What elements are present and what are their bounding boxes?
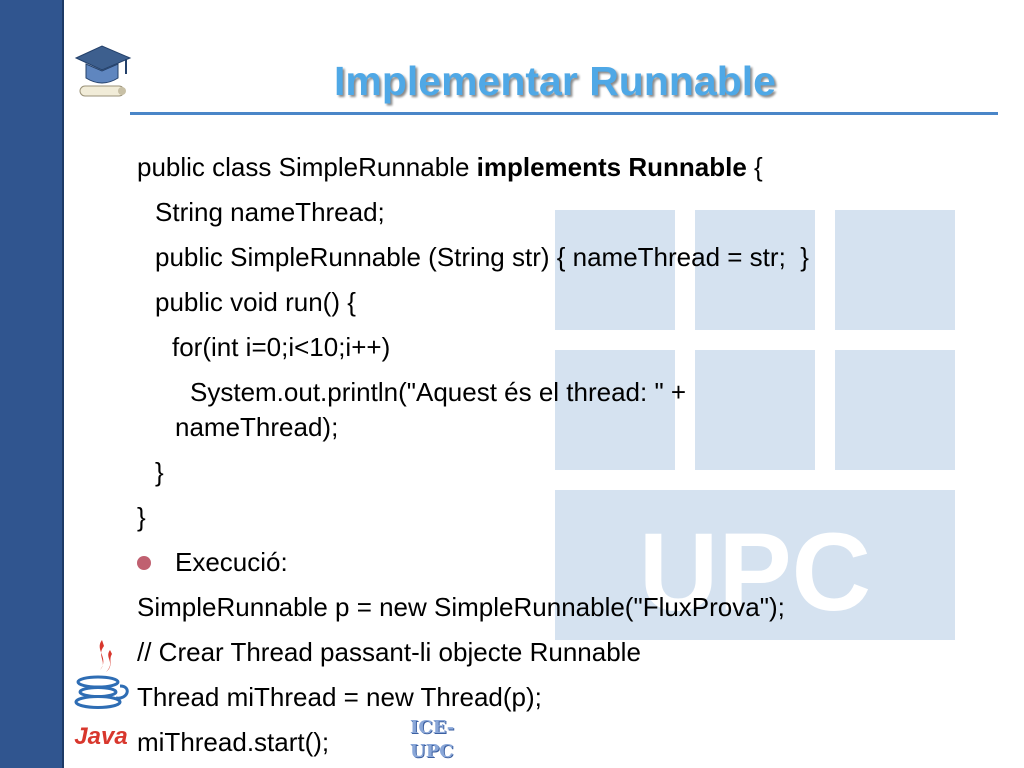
code-text: Execució:: [175, 547, 288, 577]
title-divider: [130, 112, 998, 115]
graduation-cap-icon: [74, 45, 132, 97]
code-text: Thread miThread = new Thread(p);: [137, 682, 542, 712]
code-text: // Crear Thread passant-li objecte Runna…: [137, 637, 641, 667]
bullet-icon: [137, 556, 151, 570]
code-text: for(int i=0;i<10;i++): [172, 332, 391, 362]
code-text: public void run() {: [155, 287, 356, 317]
code-text: String nameThread;: [155, 197, 385, 227]
ice-upc-logo: ICE- UPC: [410, 716, 460, 764]
ice-logo-line1: ICE-: [410, 717, 455, 738]
code-text: }: [137, 502, 146, 532]
code-line: System.out.println("Aquest és el thread:…: [190, 377, 686, 407]
watermark-text: UPC: [639, 511, 871, 634]
code-line: public SimpleRunnable (String str) { nam…: [155, 242, 809, 272]
code-text: nameThread);: [175, 412, 339, 442]
code-line: Thread miThread = new Thread(p);: [137, 682, 542, 712]
code-keyword: implements Runnable: [476, 152, 747, 182]
code-text: System.out.println("Aquest és el thread:…: [190, 377, 687, 407]
code-text: SimpleRunnable p = new SimpleRunnable("F…: [137, 592, 785, 622]
left-sidebar-band: [0, 0, 64, 768]
code-line: public class SimpleRunnable implements R…: [137, 152, 763, 182]
code-line: nameThread);: [175, 412, 338, 442]
code-text: miThread.start();: [137, 727, 330, 757]
code-text: {: [746, 152, 763, 182]
code-line: SimpleRunnable p = new SimpleRunnable("F…: [137, 592, 785, 622]
code-line: Execució:: [175, 547, 288, 577]
code-line: // Crear Thread passant-li objecte Runna…: [137, 637, 641, 667]
slide-title: Implementar Runnable: [334, 58, 776, 104]
code-text: public SimpleRunnable (String str) { nam…: [155, 242, 809, 272]
code-line: public void run() {: [155, 287, 356, 317]
code-line: for(int i=0;i<10;i++): [172, 332, 390, 362]
code-line: }: [155, 457, 164, 487]
code-text: public class SimpleRunnable: [137, 152, 477, 182]
code-line: miThread.start();: [137, 727, 329, 757]
code-line: }: [137, 502, 146, 532]
java-logo-icon: Java: [74, 640, 129, 750]
ice-logo-line2: UPC: [410, 741, 454, 762]
upc-watermark-logo: UPC: [555, 210, 955, 640]
code-line: String nameThread;: [155, 197, 385, 227]
code-text: }: [155, 457, 164, 487]
java-logo-text: Java: [74, 723, 127, 750]
